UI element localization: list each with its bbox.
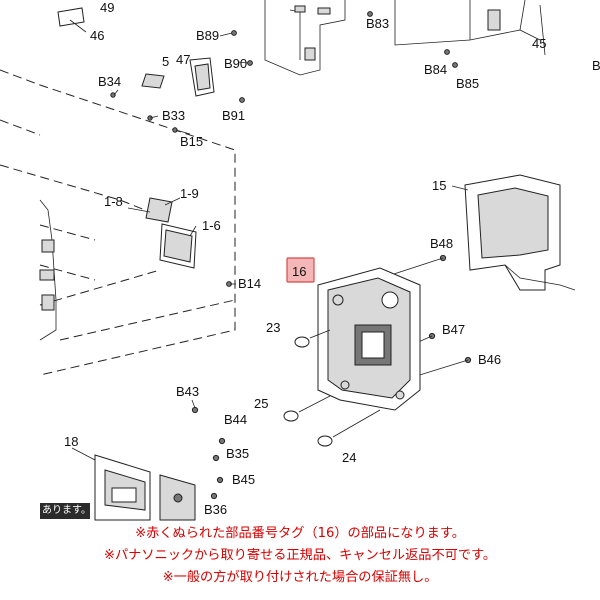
- label-1-9: 1-9: [180, 186, 199, 201]
- part-5-plate: [141, 73, 165, 89]
- label-47: 47: [176, 52, 190, 67]
- label-b84: B84: [424, 62, 447, 77]
- part-23-spacer: [294, 329, 331, 348]
- top-right-frame: [394, 0, 546, 56]
- label-b47: B47: [442, 322, 465, 337]
- label-b48: B48: [430, 236, 453, 251]
- label-b89: B89: [196, 28, 219, 43]
- label-23: 23: [266, 320, 280, 335]
- screws-lower: [191, 406, 226, 500]
- label-1-8: 1-8: [104, 194, 123, 209]
- label-49: 49: [100, 0, 114, 15]
- part-18-frame: [94, 454, 196, 521]
- part-1-9-sheet: [145, 197, 173, 223]
- notice-line-3: ※一般の方が取り付けされた場合の保証無し。: [162, 570, 438, 585]
- notice-line-1: ※赤くぬられた部品番号タグ（16）の部品になります。: [135, 526, 465, 541]
- label-b15: B15: [180, 134, 203, 149]
- notice-block: ※赤くぬられた部品番号タグ（16）の部品になります。 ※パナソニックから取り寄せ…: [0, 523, 600, 589]
- part-24-spacer: [317, 409, 381, 447]
- leader-lines: [71, 32, 469, 461]
- label-b45: B45: [232, 472, 255, 487]
- label-b91: B91: [222, 108, 245, 123]
- label-46: 46: [90, 28, 104, 43]
- label-b46: B46: [478, 352, 501, 367]
- tag-16-label: 16: [292, 264, 306, 279]
- screws-mid: [226, 254, 472, 364]
- label-b44: B44: [224, 412, 247, 427]
- part-labels: 49 46 B89 B83 45 B 5 47 B90 B84 B85 B34 …: [64, 0, 600, 517]
- label-b43: B43: [176, 384, 199, 399]
- label-5: 5: [162, 54, 169, 69]
- screws-top: [110, 11, 458, 133]
- top-frame: [264, 0, 346, 76]
- highlighted-part-tag-16: 16: [286, 257, 315, 283]
- label-15: 15: [432, 178, 446, 193]
- assembly-outline: [0, 69, 236, 376]
- label-18: 18: [64, 434, 78, 449]
- label-1-6: 1-6: [202, 218, 221, 233]
- label-b90: B90: [224, 56, 247, 71]
- part-25-spacer: [283, 395, 331, 422]
- label-b36: B36: [204, 502, 227, 517]
- label-b33: B33: [162, 108, 185, 123]
- part-15-flex-cable: [464, 174, 576, 291]
- part-46-clip: [57, 7, 87, 33]
- part-1-6-sheet: [159, 223, 197, 269]
- part-16-sensor-unit: [317, 267, 421, 411]
- label-45: 45: [532, 36, 546, 51]
- notice-line-2: ※パナソニックから取り寄せる正規品、キャンセル返品不可です。: [103, 548, 497, 563]
- label-b-edge: B: [592, 58, 600, 73]
- label-24: 24: [342, 450, 356, 465]
- label-b35: B35: [226, 446, 249, 461]
- left-stamp-text: あります。: [40, 503, 90, 519]
- left-frame: [39, 199, 57, 341]
- label-b14: B14: [238, 276, 261, 291]
- label-b85: B85: [456, 76, 479, 91]
- label-b34: B34: [98, 74, 121, 89]
- label-25: 25: [254, 396, 268, 411]
- label-b83: B83: [366, 16, 389, 31]
- part-47-bracket: [189, 57, 215, 97]
